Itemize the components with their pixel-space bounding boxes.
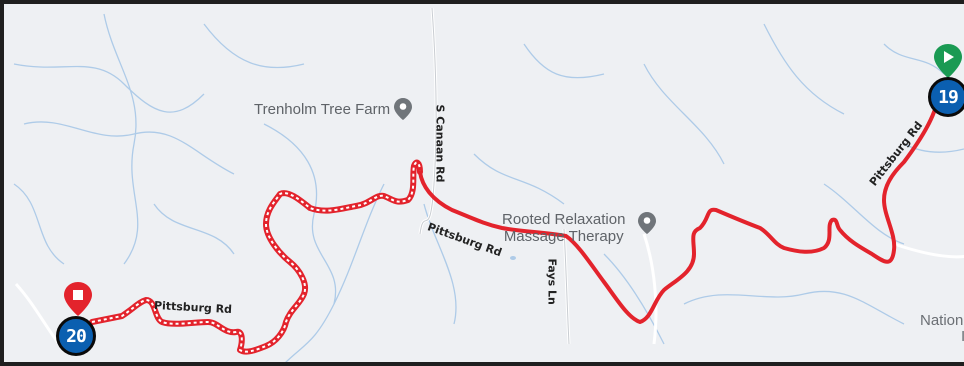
location-pin-icon	[394, 98, 413, 120]
road-label-s-canaan-rd: S Canaan Rd	[433, 104, 447, 183]
waypoint-badge-19[interactable]: 19	[928, 77, 964, 117]
waypoint-badge-20[interactable]: 20	[56, 316, 96, 356]
route-dashed	[89, 159, 423, 355]
route-solid	[418, 92, 946, 324]
end-marker[interactable]	[64, 282, 92, 316]
poi-label: Rooted Relaxation	[502, 211, 626, 228]
map-canvas[interactable]	[4, 4, 964, 366]
cutoff-label: Nation	[920, 312, 964, 329]
play-icon	[944, 51, 954, 63]
poi-rooted-relaxation[interactable]: Rooted Relaxation Massage Therapy	[502, 211, 625, 245]
minor-roads	[14, 7, 964, 345]
poi-label: Massage Therapy	[503, 228, 624, 245]
road-label-fays-ln: Fays Ln	[545, 258, 559, 305]
poi-label: Trenholm Tree Farm	[254, 100, 391, 118]
cutoff-label: I	[961, 328, 964, 345]
poi-trenholm-tree-farm[interactable]: Trenholm Tree Farm	[254, 98, 413, 120]
start-marker[interactable]	[934, 44, 962, 78]
road-edges	[419, 7, 570, 345]
stop-icon	[73, 290, 83, 300]
location-pin-icon	[638, 212, 656, 234]
